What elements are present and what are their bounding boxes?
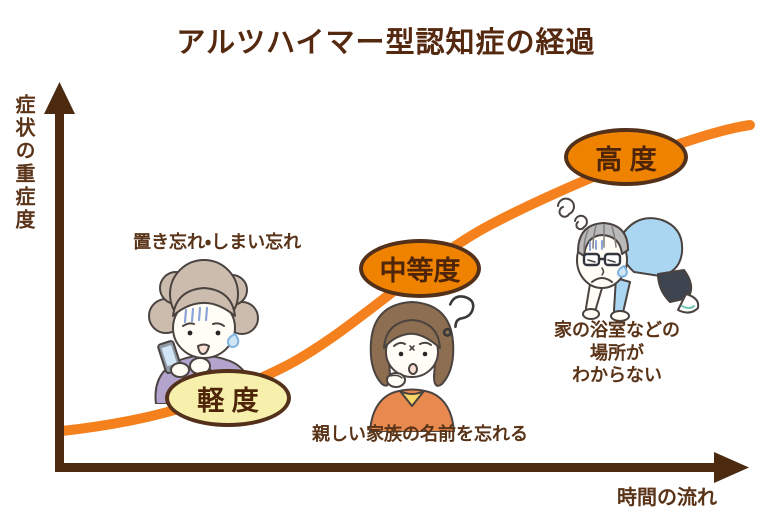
- dizzy-swirls-icon: [557, 197, 588, 231]
- moderate-stage-illustration: [369, 301, 455, 432]
- stress-lines-icon: [589, 240, 603, 251]
- axes: [44, 82, 749, 483]
- foot: [610, 310, 630, 322]
- right-arrow-icon: [714, 452, 749, 483]
- page-title: アルツハイマー型認知症の経過: [176, 27, 596, 59]
- stress-lines-icon: [183, 306, 209, 324]
- severe-stage-illustration: [557, 197, 700, 322]
- stage-badge-moderate: 中等度: [359, 239, 481, 298]
- gray-hair: [577, 222, 629, 257]
- stage-badge-severe: 高 度: [564, 128, 688, 186]
- glasses-icon: [582, 252, 622, 267]
- arched-back: [619, 217, 684, 277]
- annotation-mild: 置き忘れ・しまい忘れ: [133, 232, 302, 252]
- collar: [399, 390, 425, 407]
- annotation-moderate: 親しい家族の名前を忘れる: [312, 424, 528, 444]
- question-mark-icon: [442, 295, 475, 337]
- frown-mouth: [591, 277, 613, 283]
- stage-badge-mild: 軽 度: [165, 369, 291, 427]
- fringe: [383, 319, 441, 349]
- x-axis-line: [55, 463, 717, 472]
- stage-label-severe: 高 度: [595, 144, 657, 175]
- annotation-severe: 家の浴室などの場所が わからない: [554, 320, 680, 385]
- fringe: [172, 287, 236, 317]
- x-axis-label: 時間の流れ: [617, 487, 717, 509]
- worried-mouth: [197, 343, 210, 355]
- stage-label-mild: 軽 度: [197, 385, 259, 416]
- shirt: [369, 388, 455, 432]
- hand: [170, 362, 190, 378]
- sweat-drop-icon: [226, 333, 240, 348]
- hand: [582, 308, 600, 320]
- stage-label-moderate: 中等度: [379, 256, 461, 286]
- y-axis-label: 症状の重症度: [12, 94, 34, 232]
- sweat-drop-icon: [617, 265, 628, 278]
- open-mouth: [408, 363, 418, 375]
- up-arrow-icon: [44, 82, 75, 114]
- y-axis-line: [55, 108, 64, 472]
